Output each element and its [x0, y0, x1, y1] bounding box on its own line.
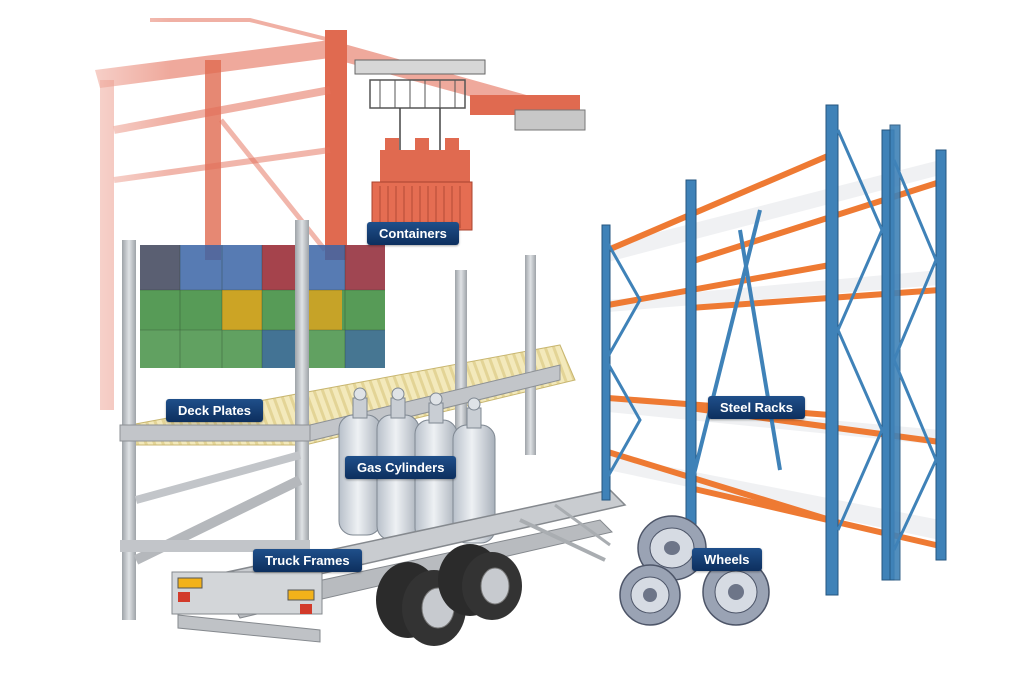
label-gas-cylinders: Gas Cylinders	[345, 456, 457, 479]
container-stack	[140, 245, 385, 368]
truck-frame	[171, 489, 627, 646]
label-containers: Containers	[367, 222, 459, 245]
wheel-rim	[619, 564, 681, 626]
steel-wheels	[619, 515, 770, 626]
port-crane	[0, 0, 586, 420]
label-wheels: Wheels	[692, 548, 762, 571]
label-steel-racks: Steel Racks	[708, 396, 805, 419]
label-truck-frames: Truck Frames	[253, 549, 362, 572]
hanging-container	[371, 138, 473, 231]
wheel-rim	[637, 515, 707, 581]
truck-wheels	[376, 544, 522, 646]
label-deck-plates: Deck Plates	[166, 399, 263, 422]
steel-racks	[601, 104, 947, 596]
